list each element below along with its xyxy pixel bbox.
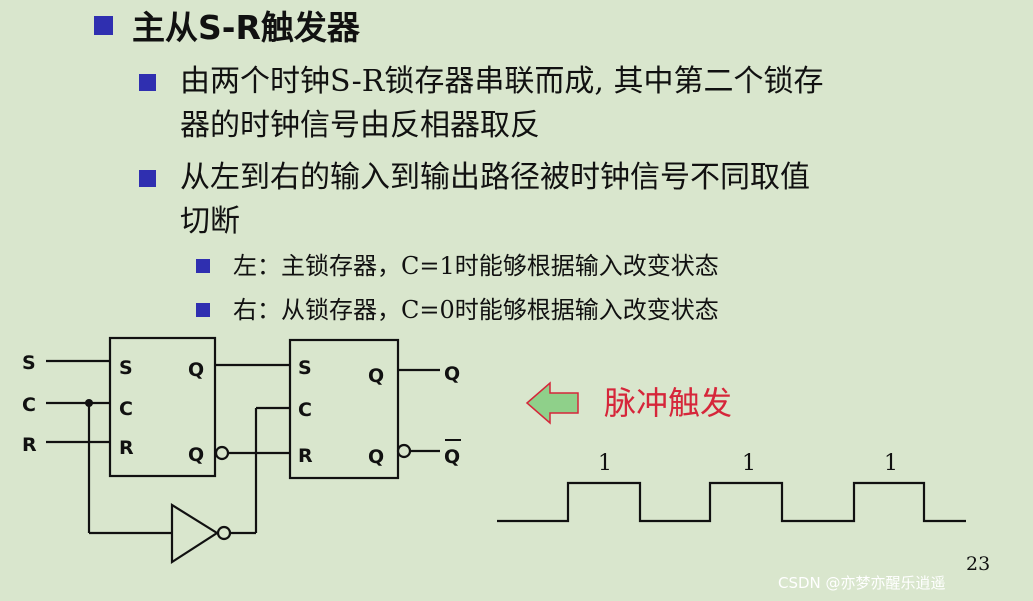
master-qbar-label: Q bbox=[188, 444, 204, 466]
slide-title: 主从S-R触发器 bbox=[132, 8, 360, 47]
sub-bullet-marker bbox=[196, 303, 210, 317]
master-r-label: R bbox=[119, 437, 134, 459]
slave-r-label: R bbox=[298, 445, 313, 467]
watermark: CSDN @亦梦亦醒乐逍遥 bbox=[778, 574, 946, 592]
slave-c-label: C bbox=[298, 399, 312, 421]
pulse-trigger-label: 脉冲触发 bbox=[604, 384, 732, 422]
bullet-2-line-2: 切断 bbox=[180, 204, 240, 239]
waveform-label-3: 1 bbox=[884, 451, 898, 476]
clock-waveform bbox=[497, 481, 966, 523]
input-r-label: R bbox=[22, 434, 37, 456]
master-latch-box bbox=[108, 336, 217, 478]
bullet-marker bbox=[139, 74, 156, 91]
bullet-1-line-2: 器的时钟信号由反相器取反 bbox=[180, 108, 540, 143]
title-bullet bbox=[94, 16, 113, 35]
bullet-2-line-1: 从左到右的输入到输出路径被时钟信号不同取值 bbox=[180, 160, 810, 195]
master-c-label: C bbox=[119, 398, 133, 420]
left-arrow-icon bbox=[525, 381, 579, 425]
sub-bullet-marker bbox=[196, 259, 210, 273]
slave-q-label: Q bbox=[368, 365, 384, 387]
sub-bullet-1: 左：主锁存器，C=1时能够根据输入改变状态 bbox=[233, 252, 719, 280]
bullet-marker bbox=[139, 170, 156, 187]
page-number: 23 bbox=[966, 553, 990, 575]
sub-bullet-2: 右：从锁存器，C=0时能够根据输入改变状态 bbox=[233, 296, 719, 324]
bullet-1-line-1: 由两个时钟S-R锁存器串联而成, 其中第二个锁存 bbox=[180, 64, 824, 99]
slave-s-label: S bbox=[298, 357, 312, 379]
master-q-label: Q bbox=[188, 359, 204, 381]
output-q-label: Q bbox=[444, 363, 460, 385]
input-c-label: C bbox=[22, 394, 36, 416]
slave-qbar-label: Q bbox=[368, 446, 384, 468]
waveform-label-1: 1 bbox=[598, 451, 612, 476]
master-s-label: S bbox=[119, 357, 133, 379]
input-s-label: S bbox=[22, 352, 36, 374]
output-qbar-label: Q bbox=[444, 446, 460, 468]
waveform-label-2: 1 bbox=[742, 451, 756, 476]
